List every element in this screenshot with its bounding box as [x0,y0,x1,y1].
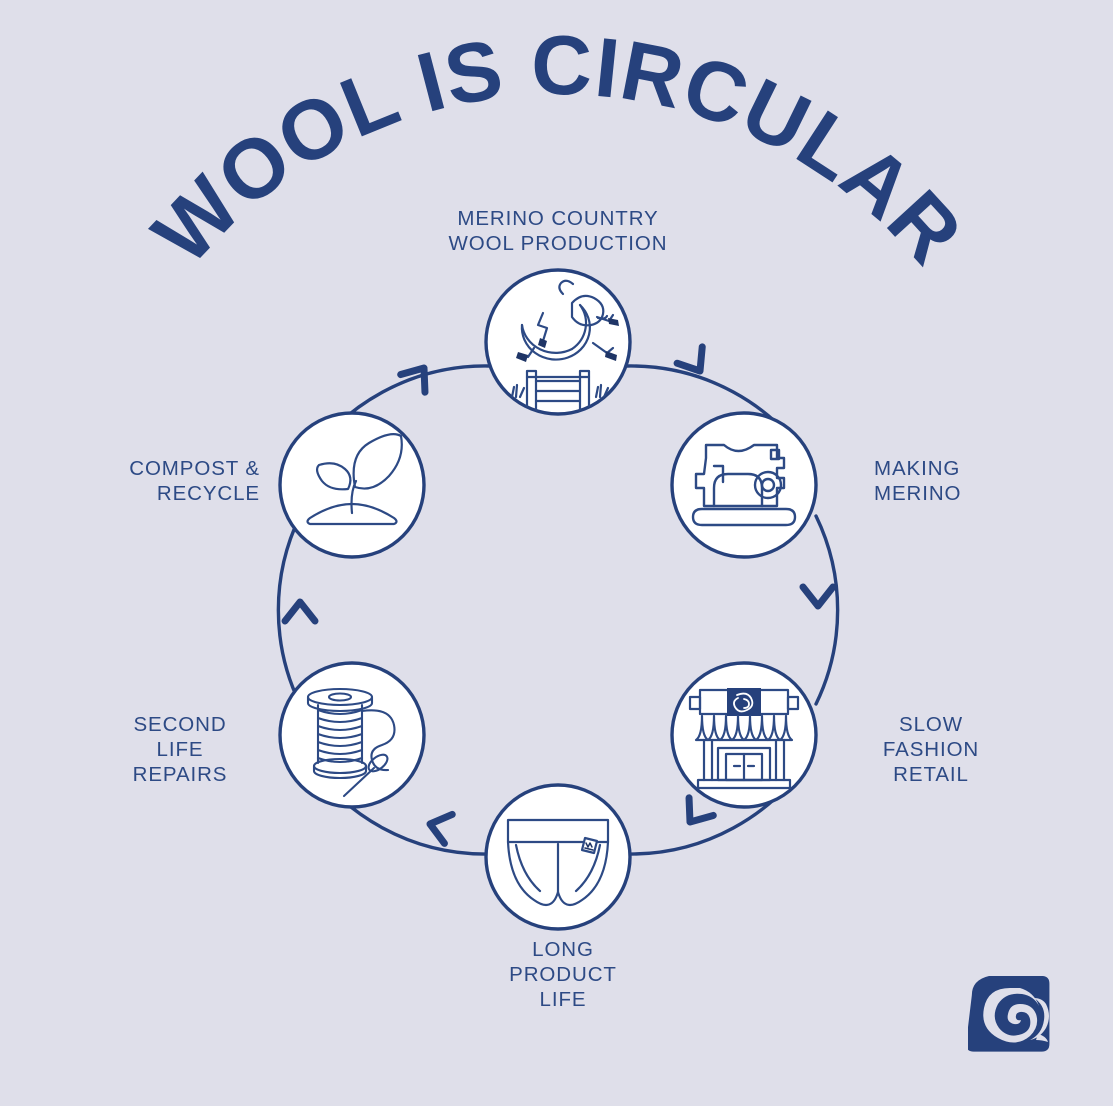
sheep-jumping-fence-icon [510,279,619,414]
node-label-compost-recycle: COMPOST & RECYCLE [129,457,260,505]
node-label-making-merino: MAKING MERINO [874,457,962,505]
node-hit-making-merino[interactable] [671,412,817,558]
node-hit-slow-fashion-retail[interactable] [671,662,817,808]
node-circle-wool-production[interactable] [484,268,632,416]
arrowhead-second-to-compost [281,598,319,625]
arrowhead-retail-to-long [685,794,717,826]
cycle-arrowheads [281,343,837,847]
arc-making-to-retail [814,514,840,706]
storefront-icon [688,688,800,790]
node-hit-second-life-repairs[interactable] [279,662,425,808]
seedling-sprout-icon [306,433,403,526]
node-label-second-life-repairs: SECOND LIFE REPAIRS [132,713,228,786]
node-hit-long-product-life[interactable] [485,784,631,930]
arrowhead-production-to-making [673,343,706,375]
node-making-merino[interactable] [670,411,818,559]
node-circle-slow-fashion-retail[interactable] [670,661,818,809]
sewing-machine-icon [691,443,797,527]
node-slow-fashion-retail[interactable] [670,661,818,809]
arrowhead-compost-to-production [397,364,429,396]
node-wool-production[interactable] [484,268,632,416]
node-label-long-product-life: LONG PRODUCT LIFE [509,938,617,1011]
node-compost-recycle[interactable] [278,411,426,559]
thread-spool-needle-icon [306,687,396,798]
node-second-life-repairs[interactable] [278,661,426,809]
node-long-product-life[interactable] [484,783,632,931]
node-label-slow-fashion-retail: SLOW FASHION RETAIL [882,713,980,786]
node-label-wool-production: MERINO COUNTRY WOOL PRODUCTION [448,207,668,255]
underwear-icon [506,818,610,907]
node-circle-making-merino[interactable] [670,411,818,559]
arc-second-to-compost [276,514,302,706]
node-circle-compost-recycle[interactable] [278,411,426,559]
merino-ram-head-logo [968,976,1050,1052]
arrowhead-making-to-retail [799,583,837,610]
node-hit-compost-recycle[interactable] [279,412,425,558]
arrowhead-long-to-second [426,810,456,847]
node-hit-wool-production[interactable] [485,269,631,415]
